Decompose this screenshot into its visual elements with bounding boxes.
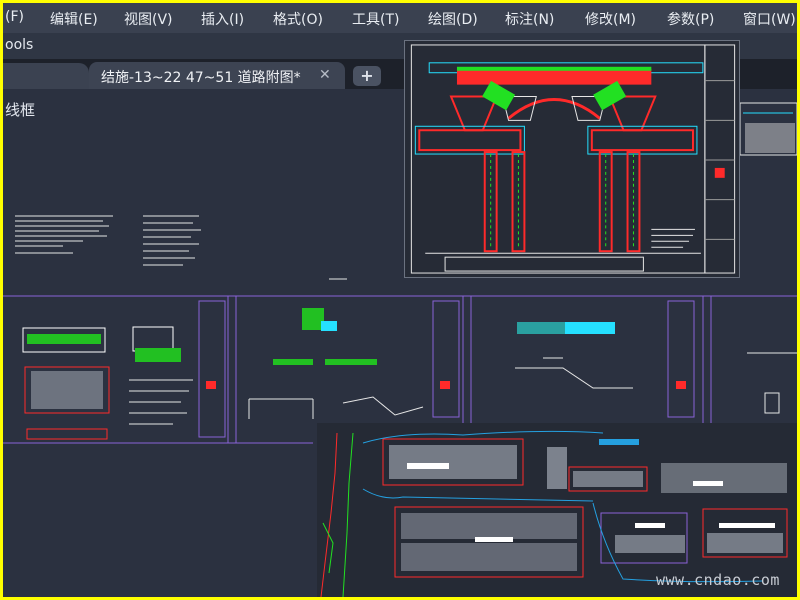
menu-edit[interactable]: 编辑(E)	[50, 12, 98, 28]
detail-sheet-2	[248, 308, 450, 419]
close-icon[interactable]: ✕	[319, 67, 331, 83]
menu-bar: (F) 编辑(E) 视图(V) 插入(I) 格式(O) 工具(T) 绘图(D) …	[3, 3, 797, 33]
tab-active-drawing[interactable]: 结施-13~22 47~51 道路附图* ✕	[89, 62, 345, 89]
menu-file[interactable]: (F)	[5, 9, 24, 25]
tab-bar: 结施-13~22 47~51 道路附图* ✕ +	[3, 59, 797, 89]
detail-sheet-1	[22, 326, 216, 440]
menu-draw[interactable]: 绘图(D)	[428, 12, 478, 28]
drawing-preview-thumbnail[interactable]	[404, 40, 740, 278]
visual-style-label[interactable]: 线框	[5, 101, 36, 119]
menu-dimension[interactable]: 标注(N)	[505, 12, 555, 28]
watermark: www.cndao.com	[656, 571, 780, 589]
tab-label: 结施-13~22 47~51 道路附图*	[101, 70, 301, 86]
sheet-frames	[3, 295, 797, 444]
cad-window: (F) 编辑(E) 视图(V) 插入(I) 格式(O) 工具(T) 绘图(D) …	[3, 3, 797, 597]
left-text-notes	[15, 215, 347, 280]
right-elevation-strip	[739, 102, 797, 156]
menu-modify[interactable]: 修改(M)	[585, 12, 637, 28]
menu-format[interactable]: 格式(O)	[273, 12, 323, 28]
menu-parameter[interactable]: 参数(P)	[667, 12, 715, 28]
detail-sheet-3	[515, 322, 797, 414]
menu-window[interactable]: 窗口(W)	[743, 12, 796, 28]
tools-label[interactable]: ools	[5, 37, 34, 53]
drawing-canvas[interactable]	[3, 89, 797, 597]
menu-view[interactable]: 视图(V)	[124, 12, 173, 28]
site-plan	[317, 423, 797, 597]
add-tab-button[interactable]: +	[353, 66, 381, 86]
menu-insert[interactable]: 插入(I)	[201, 12, 245, 28]
menu-tools[interactable]: 工具(T)	[352, 12, 400, 28]
tab-previous[interactable]	[3, 63, 89, 89]
